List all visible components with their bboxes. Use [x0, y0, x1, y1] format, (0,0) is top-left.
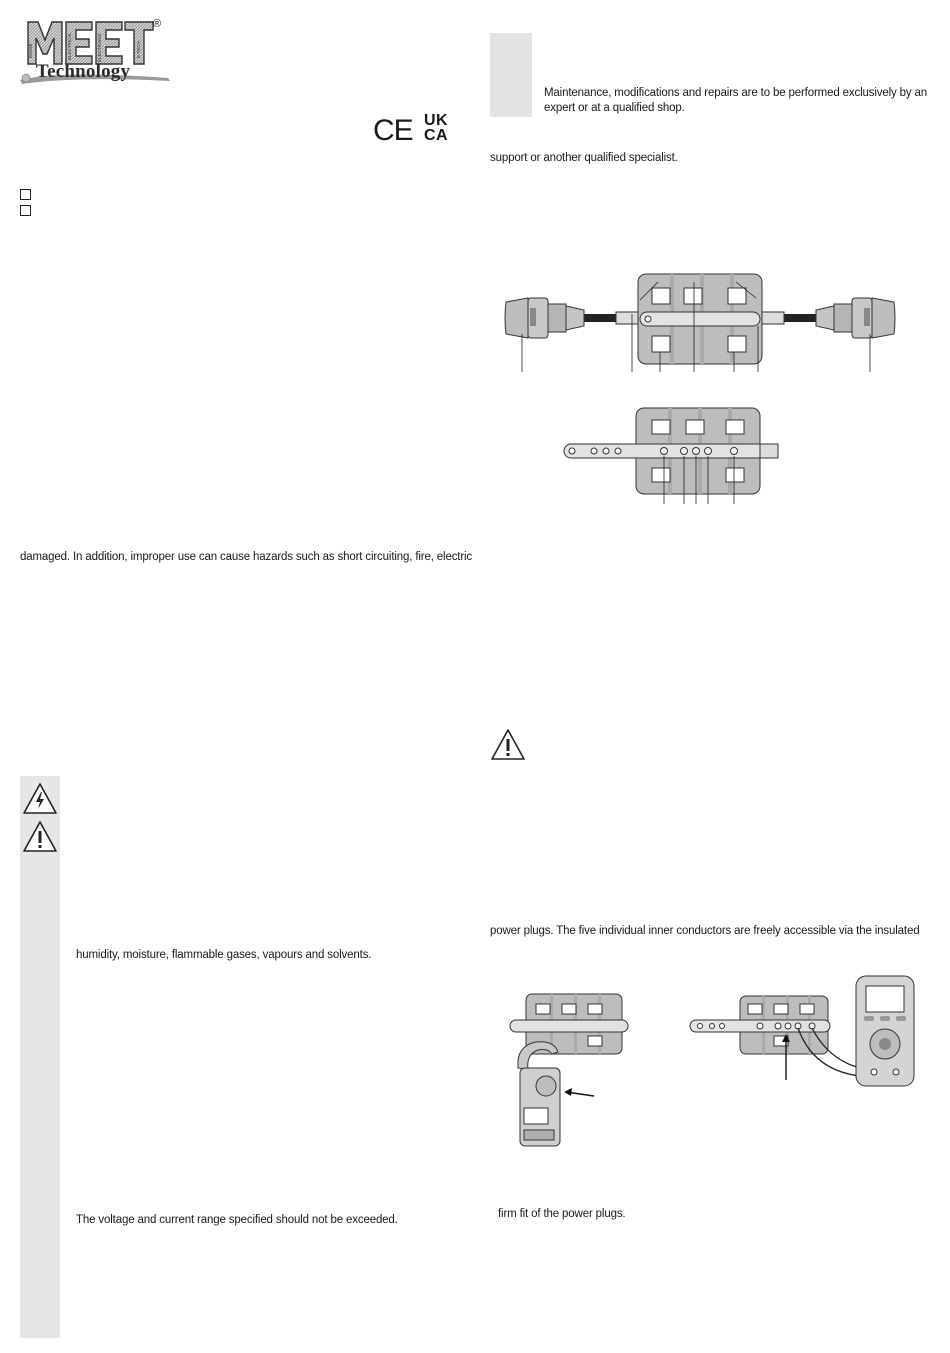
support-text: support or another qualified specialist.	[490, 152, 678, 164]
maintenance-text-line-2: expert or at a qualified shop.	[544, 102, 685, 114]
logo-inner-word-2: ELECTRICAL	[67, 32, 72, 60]
maintenance-note-box	[490, 33, 532, 117]
logo-inner-word-4: E-TECH	[136, 41, 141, 58]
checkbox-icon[interactable]	[20, 189, 31, 200]
range-warning-text: The voltage and current range specified …	[76, 1214, 398, 1226]
exclamation-warning-icon	[491, 729, 525, 760]
logo-graphic	[20, 73, 170, 84]
checkbox-icon[interactable]	[20, 205, 31, 216]
exclamation-warning-icon	[23, 821, 57, 852]
plugs-conductors-text: power plugs. The five individual inner c…	[490, 925, 920, 937]
maintenance-text-line-1: Maintenance, modifications and repairs a…	[544, 87, 928, 99]
humidity-warning-text: humidity, moisture, flammable gases, vap…	[76, 949, 372, 961]
ce-mark: CE	[373, 114, 414, 147]
firm-fit-text: firm fit of the power plugs.	[498, 1208, 626, 1220]
lightning-warning-icon	[23, 783, 57, 814]
logo-inner-word-1: IMAGE	[28, 43, 33, 58]
multimeter-figure	[689, 975, 915, 1087]
ukca-mark: UK CA	[424, 112, 449, 144]
clamp-meter-figure	[509, 993, 629, 1147]
registered-mark: ®	[153, 18, 162, 30]
brand-logo	[18, 14, 178, 90]
damage-hazard-text: damaged. In addition, improper use can c…	[20, 551, 473, 563]
logo-letters: IMAGE ELECTRICAL ELECTRONIC E-TECH	[27, 21, 154, 65]
adapter-overview-figure	[504, 273, 896, 372]
logo-technology-text: Technology	[36, 61, 131, 82]
safety-sidebar	[20, 776, 60, 1338]
ukca-line-1: UK	[424, 112, 449, 129]
ukca-line-2: CA	[424, 127, 449, 144]
logo-inner-word-3: ELECTRONIC	[97, 32, 102, 62]
adapter-probe-figure	[563, 407, 779, 504]
